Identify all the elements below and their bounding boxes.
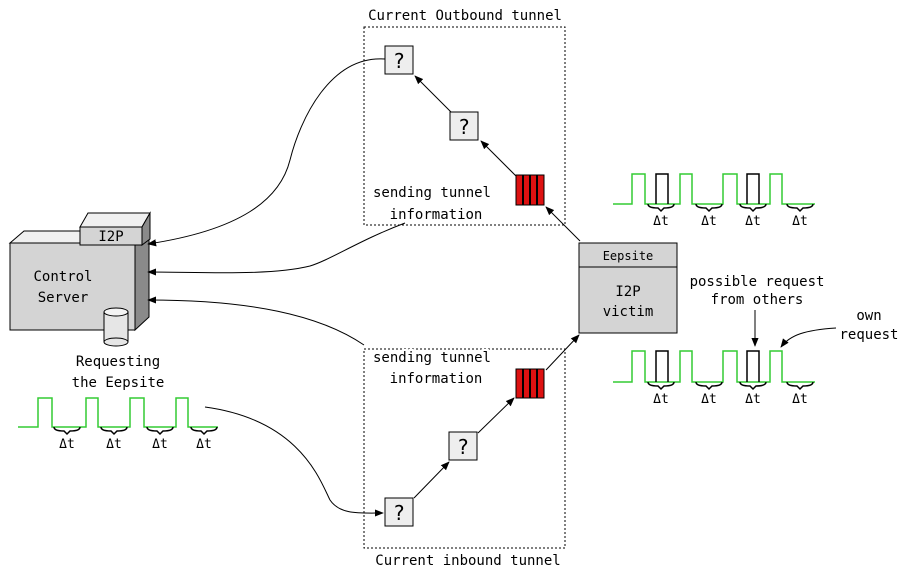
requesting-note-2: the Eepsite [72, 375, 165, 391]
svg-text:?: ? [393, 501, 405, 525]
victim-signal-top-delta-label-1: Δt [653, 214, 669, 229]
requester-signal-brace-4 [190, 426, 218, 436]
outbound-tunnel-box [363, 26, 566, 226]
victim-signal-top-delta-label-4: Δt [792, 214, 808, 229]
victim-signal-bottom-delta-label-3: Δt [745, 392, 761, 407]
outbound-buffer [515, 174, 545, 206]
database-icon [103, 307, 129, 347]
victim-signal-bottom-black-pulse-2 [746, 350, 760, 382]
control-server: I2P Control Server [8, 211, 151, 347]
requester-signal-delta-label-3: Δt [152, 437, 168, 452]
svg-text:?: ? [457, 435, 469, 459]
inbound-sending-note-2: information [390, 371, 483, 387]
outbound-sending-note-1: sending tunnel [373, 185, 491, 201]
victim-signal-bottom-delta-label-1: Δt [653, 392, 669, 407]
victim-signal-top [613, 173, 815, 205]
requester-signal-brace-2 [100, 426, 128, 436]
outbound-sending-note-2: information [390, 207, 483, 223]
inbound-relay-1: ? [448, 431, 478, 461]
requester-signal-brace-3 [146, 426, 174, 436]
inbound-relay-2: ? [384, 497, 414, 527]
victim-signal-top-brace-1 [647, 203, 675, 213]
outbound-relay-1: ? [384, 45, 414, 75]
requester-signal-delta-label-1: Δt [59, 437, 75, 452]
victim-signal-top-brace-4 [786, 203, 814, 213]
victim-signal-top-delta-label-2: Δt [701, 214, 717, 229]
outbound-tunnel-label: Current Outbound tunnel [368, 8, 562, 24]
possible-request-note-1: possible request [690, 274, 825, 290]
victim-signal-bottom-brace-2 [695, 381, 723, 391]
victim-signal-bottom-black-pulse-1 [655, 350, 669, 382]
victim-label-line2: victim [603, 304, 654, 320]
inbound-buffer [515, 368, 545, 399]
own-request-note-1: own [856, 308, 881, 324]
victim-signal-bottom [613, 350, 815, 383]
victim-eepsite-label: Eepsite [603, 249, 654, 263]
svg-text:?: ? [393, 49, 405, 73]
flow-arrows [147, 58, 837, 517]
own-request-note-2: request [839, 327, 898, 343]
victim-signal-bottom-brace-3 [739, 381, 767, 391]
victim-signal-top-black-pulse-2 [746, 173, 760, 204]
requester-signal-delta-label-2: Δt [106, 437, 122, 452]
requester-signal-delta-label-4: Δt [196, 437, 212, 452]
outbound-relay-2: ? [449, 111, 479, 141]
victim-signal-top-brace-2 [695, 203, 723, 213]
requesting-note-1: Requesting [76, 354, 160, 370]
victim-signal-bottom-brace-4 [786, 381, 814, 391]
requester-signal-brace-1 [53, 426, 81, 436]
inbound-tunnel-box [363, 348, 566, 549]
victim-signal-bottom-delta-label-2: Δt [701, 392, 717, 407]
victim-signal-bottom-delta-label-4: Δt [792, 392, 808, 407]
server-tag: I2P [98, 229, 123, 245]
victim-signal-top-brace-3 [739, 203, 767, 213]
victim-signal-top-delta-label-3: Δt [745, 214, 761, 229]
victim-signal-bottom-brace-1 [647, 381, 675, 391]
victim-node: Eepsite I2P victim [578, 242, 678, 334]
victim-label-line1: I2P [615, 284, 640, 300]
victim-signal-top-black-pulse-1 [655, 173, 669, 204]
svg-text:?: ? [458, 115, 470, 139]
inbound-tunnel-label: Current inbound tunnel [375, 553, 560, 569]
requester-signal [18, 397, 218, 428]
server-label-line1: Control [33, 269, 92, 285]
server-label-line2: Server [38, 290, 89, 306]
inbound-sending-note-1: sending tunnel [373, 350, 491, 366]
possible-request-note-2: from others [711, 292, 804, 308]
